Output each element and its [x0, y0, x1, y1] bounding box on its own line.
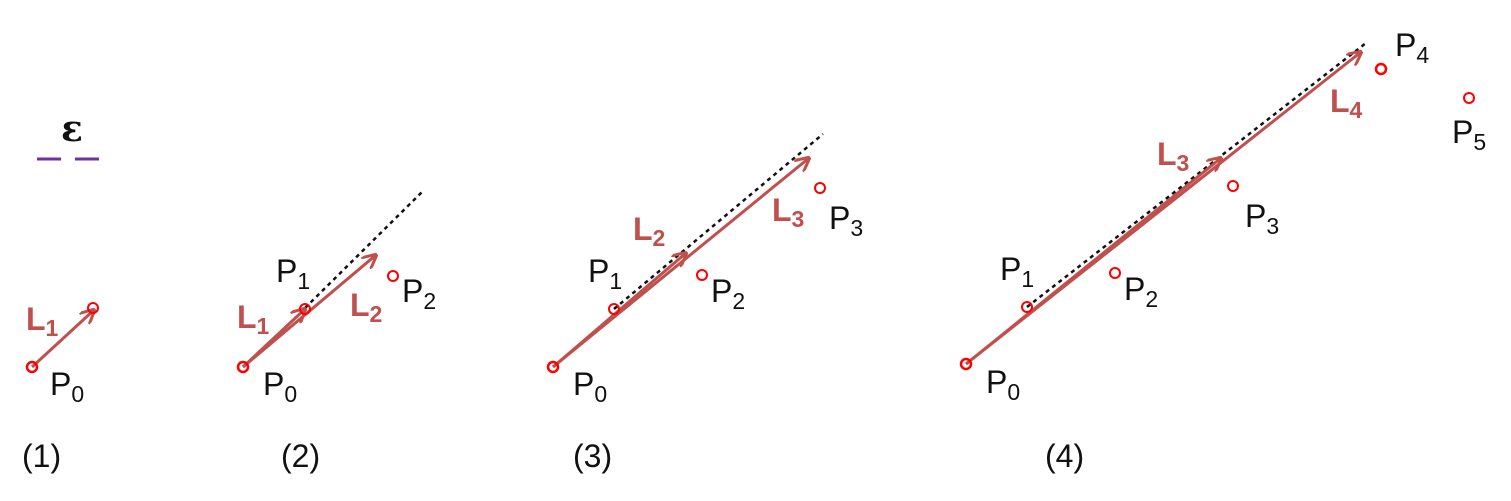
vector-label: L3	[772, 192, 804, 232]
point-marker	[25, 360, 39, 374]
epsilon-symbol: ε	[61, 108, 83, 150]
panel-2: P0 P1 P2 L1 L2 (2)	[236, 191, 436, 474]
point-label: P2	[711, 273, 745, 314]
vector-label: L4	[1330, 83, 1363, 123]
point-label: P1	[1000, 251, 1034, 292]
point-label: P2	[1124, 271, 1158, 312]
point-marker	[546, 360, 560, 374]
point-marker	[1463, 92, 1475, 104]
vector-label: L3	[1157, 136, 1189, 176]
panel-3: P0 P1 P2 P3 L2 L3 (3)	[546, 133, 863, 474]
point-label: P1	[276, 253, 310, 294]
vector-label: L2	[633, 211, 665, 251]
point-marker	[1109, 267, 1121, 279]
point-marker	[299, 303, 311, 315]
panel-caption: (2)	[281, 438, 320, 474]
panel-caption: (1)	[22, 438, 61, 474]
point-label: P5	[1452, 114, 1486, 155]
panel-caption: (3)	[573, 438, 612, 474]
point-label: P0	[986, 364, 1020, 405]
point-marker	[387, 270, 399, 282]
panel-caption: (4)	[1045, 438, 1084, 474]
guide-line	[613, 133, 824, 310]
point-marker	[959, 357, 973, 371]
point-label: P0	[263, 366, 297, 407]
guide-line	[304, 191, 423, 309]
point-marker	[1021, 301, 1033, 313]
point-label: P0	[50, 366, 84, 407]
vector-label: L2	[350, 287, 382, 327]
vector-arrow	[552, 158, 809, 369]
point-marker	[1227, 180, 1239, 192]
panel-4: P0 P1 P2 P3 P4 P5 L3 L4 (4)	[959, 27, 1486, 474]
point-marker	[1374, 62, 1388, 76]
point-marker	[814, 182, 826, 194]
panel-1: L1 P0 (1)	[22, 301, 99, 474]
vector-label: L1	[26, 301, 59, 341]
point-label: P3	[829, 200, 863, 241]
point-label: P4	[1395, 27, 1429, 68]
point-label: P3	[1245, 198, 1279, 239]
point-marker	[87, 302, 99, 314]
guide-line	[1026, 42, 1367, 308]
point-label: P2	[402, 273, 436, 314]
epsilon-legend: ε	[37, 108, 99, 161]
vector-label: L1	[237, 299, 270, 339]
point-marker	[696, 269, 708, 281]
point-label: P0	[573, 366, 607, 407]
vector-arrow	[965, 52, 1361, 366]
point-label: P1	[588, 253, 622, 294]
vector-arrow	[30, 310, 94, 369]
point-marker	[236, 360, 250, 374]
point-marker	[608, 303, 620, 315]
